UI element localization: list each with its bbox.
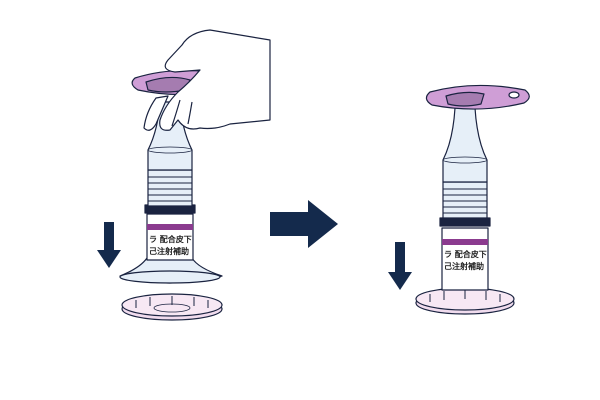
label-band	[442, 239, 488, 245]
label-text-line2: 己注射補助	[149, 246, 189, 256]
down-arrow-icon	[388, 242, 412, 290]
lower-body	[441, 227, 489, 291]
right-arrow-icon	[270, 200, 338, 248]
neck	[442, 107, 488, 183]
label-text-line1: ラ 配合皮下	[444, 249, 487, 259]
grip-ring	[439, 217, 491, 227]
base-plate-attached	[415, 287, 515, 315]
label-text-line2: 己注射補助	[444, 261, 484, 271]
step-1-device: ラ 配合皮下 己注射補助	[119, 69, 237, 321]
down-arrow-icon	[97, 222, 121, 268]
label-band	[147, 224, 193, 230]
label-text-line1: ラ 配合皮下	[149, 234, 192, 244]
hand-icon	[143, 29, 271, 131]
step-2-device: ラ 配合皮下 己注射補助	[415, 84, 530, 315]
base-plate	[121, 293, 223, 321]
lower-body	[146, 213, 194, 261]
